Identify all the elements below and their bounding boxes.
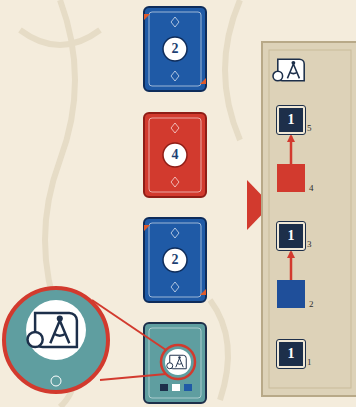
move-arrow	[290, 136, 293, 164]
card-number: 2	[172, 253, 179, 267]
row-number: 2	[309, 300, 314, 309]
card-value: 4	[144, 143, 206, 167]
color-square: 4	[277, 164, 305, 192]
tile-box: 15	[277, 106, 305, 134]
card-number: 4	[172, 148, 179, 162]
tile-box: 13	[277, 222, 305, 250]
card-number: 2	[172, 42, 179, 56]
row-number: 1	[307, 358, 312, 367]
tile-number: 1	[288, 113, 295, 127]
tile-box: 11	[277, 340, 305, 368]
row-number: 4	[309, 184, 314, 193]
tile-number: 1	[288, 229, 295, 243]
card-value: 2	[144, 248, 206, 272]
row-number: 5	[307, 124, 312, 133]
card-value: 2	[144, 37, 206, 61]
color-square: 2	[277, 280, 305, 308]
move-arrow	[290, 252, 293, 280]
tile-number: 1	[288, 347, 295, 361]
row-number: 3	[307, 240, 312, 249]
